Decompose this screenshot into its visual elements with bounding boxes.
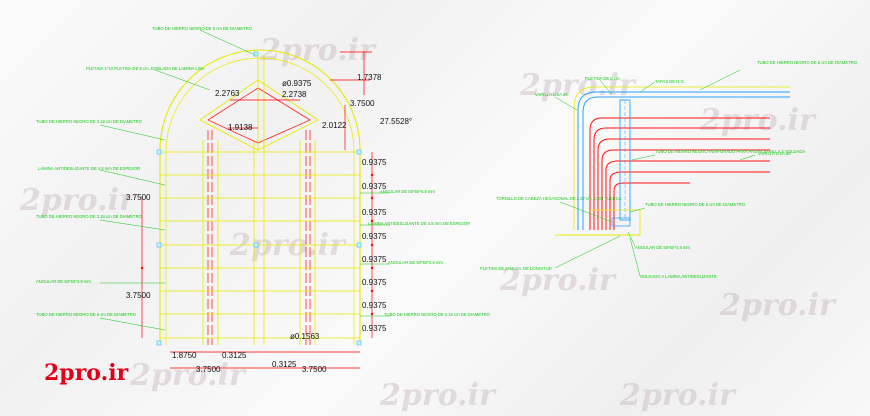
dim-v2: 0.9375 — [362, 208, 387, 217]
label-top-tube-right: TUBO DE HIERRO NEGRO DE 5 cm DE DIAMETRO — [757, 60, 858, 65]
dim-2.0122: 2.0122 — [322, 121, 347, 130]
top-cap — [199, 79, 319, 151]
label-plate-fold: PLETINA 1*10 PLETINA DE 8 cm. DOBLADA DE… — [86, 66, 205, 71]
label-lamina: LAMINA ANTIDESLIZANTE DE 4.8 mm DE ESPES… — [38, 166, 140, 171]
label-tube-bottom: TUBO DE HIERRO NEGRO DE 5 cm DE DIAMETRO — [645, 202, 746, 207]
label-tube-perf: TUBO DE HIERRO NEGRO PERFORADO PARA PASA… — [655, 149, 805, 154]
angular — [590, 209, 641, 235]
pipe-inner — [582, 96, 790, 230]
label-angular: ANGULAR DE 50*50*4.8 mm — [635, 245, 690, 250]
label-tube-5-bottom: TUBO DE HIERRO NEGRO DE 5 cm DE DIAMETRO — [36, 312, 137, 317]
top-cap-inner — [207, 87, 311, 144]
watermark: 2pro.ir — [19, 183, 137, 218]
watermark: 2pro.ir — [379, 378, 497, 413]
rods — [589, 117, 770, 230]
watermark: 2pro.ir — [619, 378, 737, 413]
watermarks: 2pro.ir 2pro.ir 2pro.ir 2pro.ir 2pro.ir … — [19, 33, 837, 413]
dim-small: ø0.1563 — [290, 332, 320, 341]
node-markers — [156, 51, 362, 346]
label-tube-318-mid: TUBO DE HIERRO NEGRO DE 3.18 cm DE DIAME… — [36, 214, 143, 219]
right-labels: TUBO DE HIERRO NEGRO DE 5 cm DE DIAMETRO… — [480, 60, 858, 279]
label-angular-left: ANGULAR DE 50*50*4.8 mm — [36, 279, 91, 284]
label-varilla-left: VARILLA LISA ø4 — [535, 92, 568, 97]
site-logo[interactable]: 2pro.ir — [44, 360, 129, 386]
dim-3.7500-top: 3.7500 — [350, 99, 375, 108]
label-lamina-right: LAMINA ANTIDESLIZANTE DE 4.8 mm DE ESPES… — [368, 221, 470, 226]
dim-2.2738: 2.2738 — [282, 90, 307, 99]
outer-arch-inner — [165, 57, 355, 345]
watermark: 2pro.ir — [719, 288, 837, 323]
watermark: 2pro.ir — [229, 228, 347, 263]
label-tapas: TAPAS DE H.G. — [655, 79, 685, 84]
dim-b1: 1.8750 — [172, 351, 197, 360]
dim-v4: 0.9375 — [362, 255, 387, 264]
watermark: 2pro.ir — [499, 263, 617, 298]
dimension-lines — [141, 51, 373, 369]
label-soldado: SOLDADO A LAMINA ANTIDESLIZANTE — [640, 274, 717, 279]
dimension-arrows — [140, 173, 374, 316]
dim-v7: 0.9375 — [362, 324, 387, 333]
watermark: 2pro.ir — [129, 358, 247, 393]
right-section — [554, 69, 790, 277]
dim-v0: 0.9375 — [362, 158, 387, 167]
dim-v3: 0.9375 — [362, 232, 387, 241]
label-top-tube: TUBO DE HIERRO NEGRO DE 5 cm DE DIAMETRO — [152, 26, 253, 31]
left-labels: TUBO DE HIERRO NEGRO DE 5 cm DE DIAMETRO… — [36, 26, 491, 374]
label-tube-318-right: TUBO DE HIERRO NEGRO DE 3.18 cm DE DIAME… — [384, 312, 491, 317]
watermark: 2pro.ir — [259, 33, 377, 68]
leader-lines — [99, 29, 390, 331]
bolt — [611, 217, 631, 227]
dim-diameter: ø0.9375 — [282, 79, 312, 88]
watermark: 2pro.ir — [699, 103, 817, 138]
dim-b4: 3.7500 — [196, 365, 221, 374]
watermark: 2pro.ir — [519, 68, 637, 103]
dim-h-left2: 3.7500 — [126, 291, 151, 300]
pipe-outer — [577, 91, 790, 230]
label-angular-right-2: ANGULAR DE 50*50*4.8 mm — [388, 260, 443, 265]
dim-v5: 0.9375 — [362, 278, 387, 287]
dim-2.2763: 2.2763 — [215, 89, 240, 98]
dim-v1: 0.9375 — [362, 182, 387, 191]
dim-b3: 0.3125 — [272, 360, 297, 369]
dim-1.9138: 1.9138 — [228, 123, 253, 132]
label-varilla-right: VARILLA LISA ø4 — [758, 151, 791, 156]
outer-arch — [159, 49, 361, 345]
dim-h-left1: 3.7500 — [126, 193, 151, 202]
dim-1.7378: 1.7378 — [357, 73, 382, 82]
label-pletina: PLETINA DE 8 cm. — [585, 76, 621, 81]
dim-b2: 0.3125 — [222, 351, 247, 360]
label-tornillo: TORNILLO DE CABEZA HEXAGONAL DE 1.27 cm.… — [496, 196, 622, 201]
label-pletina-5x10: PLETINA DE 5*10 cm. DE LONGITUD — [480, 266, 552, 271]
right-leaders — [554, 69, 756, 277]
label-angular-right-1: ANGULAR DE 50*50*4.8 mm — [380, 189, 435, 194]
dim-angle: 27.5528° — [380, 117, 412, 126]
label-tube-318-top: TUBO DE HIERRO NEGRO DE 3.18 cm DE DIAME… — [36, 119, 143, 124]
dim-b5: 3.7500 — [302, 365, 327, 374]
dim-v6: 0.9375 — [362, 301, 387, 310]
left-elevation — [99, 29, 390, 369]
rungs — [160, 151, 360, 339]
